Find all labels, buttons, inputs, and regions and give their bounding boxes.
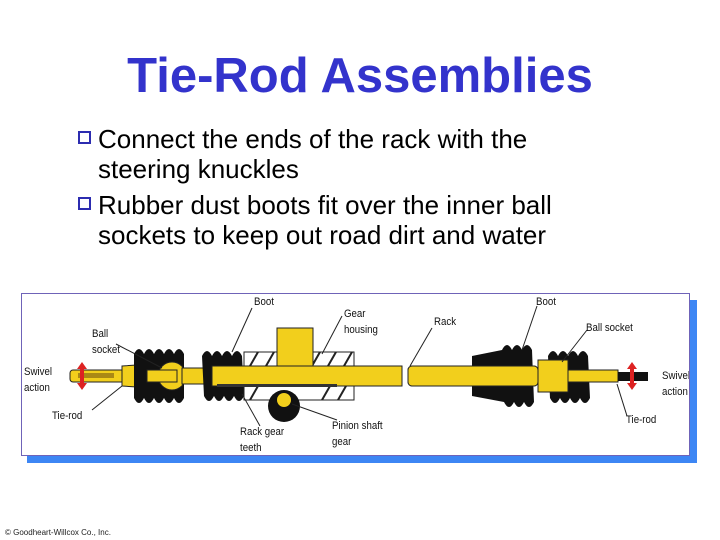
label-boot-left: Boot xyxy=(254,296,274,308)
hollow-square-bullet-icon xyxy=(78,197,91,210)
bullet-text-line1: Connect the ends of the rack with the xyxy=(98,124,528,154)
bullet-text-line1: Rubber dust boots fit over the inner bal… xyxy=(98,190,552,220)
label-boot-right: Boot xyxy=(536,296,556,308)
label-rack-gear-teeth-2: teeth xyxy=(240,442,262,454)
copyright-footer: © Goodheart-Willcox Co., Inc. xyxy=(5,528,111,537)
slide-title: Tie-Rod Assemblies xyxy=(127,49,593,103)
bullet-item: Rubber dust boots fit over the inner bal… xyxy=(76,190,696,250)
bullet-text-line2: steering knuckles xyxy=(98,154,299,184)
label-ball-socket-left-2: socket xyxy=(92,344,120,356)
label-ball-socket-right: Ball socket xyxy=(586,322,633,334)
label-ball-socket-left-1: Ball xyxy=(92,328,109,340)
label-swivel-right-1: Swivel xyxy=(662,370,690,382)
label-swivel-left-1: Swivel xyxy=(24,366,52,378)
label-rack-gear-teeth-1: Rack gear xyxy=(240,426,285,438)
bullet-text-line2: sockets to keep out road dirt and water xyxy=(98,220,547,250)
label-swivel-left-2: action xyxy=(24,382,50,394)
label-pinion-1: Pinion shaft xyxy=(332,420,383,432)
label-tie-rod-right: Tie-rod xyxy=(626,414,657,426)
label-tie-rod-left: Tie-rod xyxy=(52,410,83,422)
label-pinion-2: gear xyxy=(332,436,352,448)
bullet-list: Connect the ends of the rack with the st… xyxy=(76,124,696,256)
label-gear-housing-1: Gear xyxy=(344,308,366,320)
tie-rod-diagram: Boot Gear housing Ball socket Swivel act… xyxy=(21,293,690,456)
hollow-square-bullet-icon xyxy=(78,131,91,144)
label-swivel-right-2: action xyxy=(662,386,688,398)
label-gear-housing-2: housing xyxy=(344,324,378,336)
label-rack: Rack xyxy=(434,316,457,328)
rack-and-pinion-illustration xyxy=(69,305,648,427)
bullet-item: Connect the ends of the rack with the st… xyxy=(76,124,696,184)
